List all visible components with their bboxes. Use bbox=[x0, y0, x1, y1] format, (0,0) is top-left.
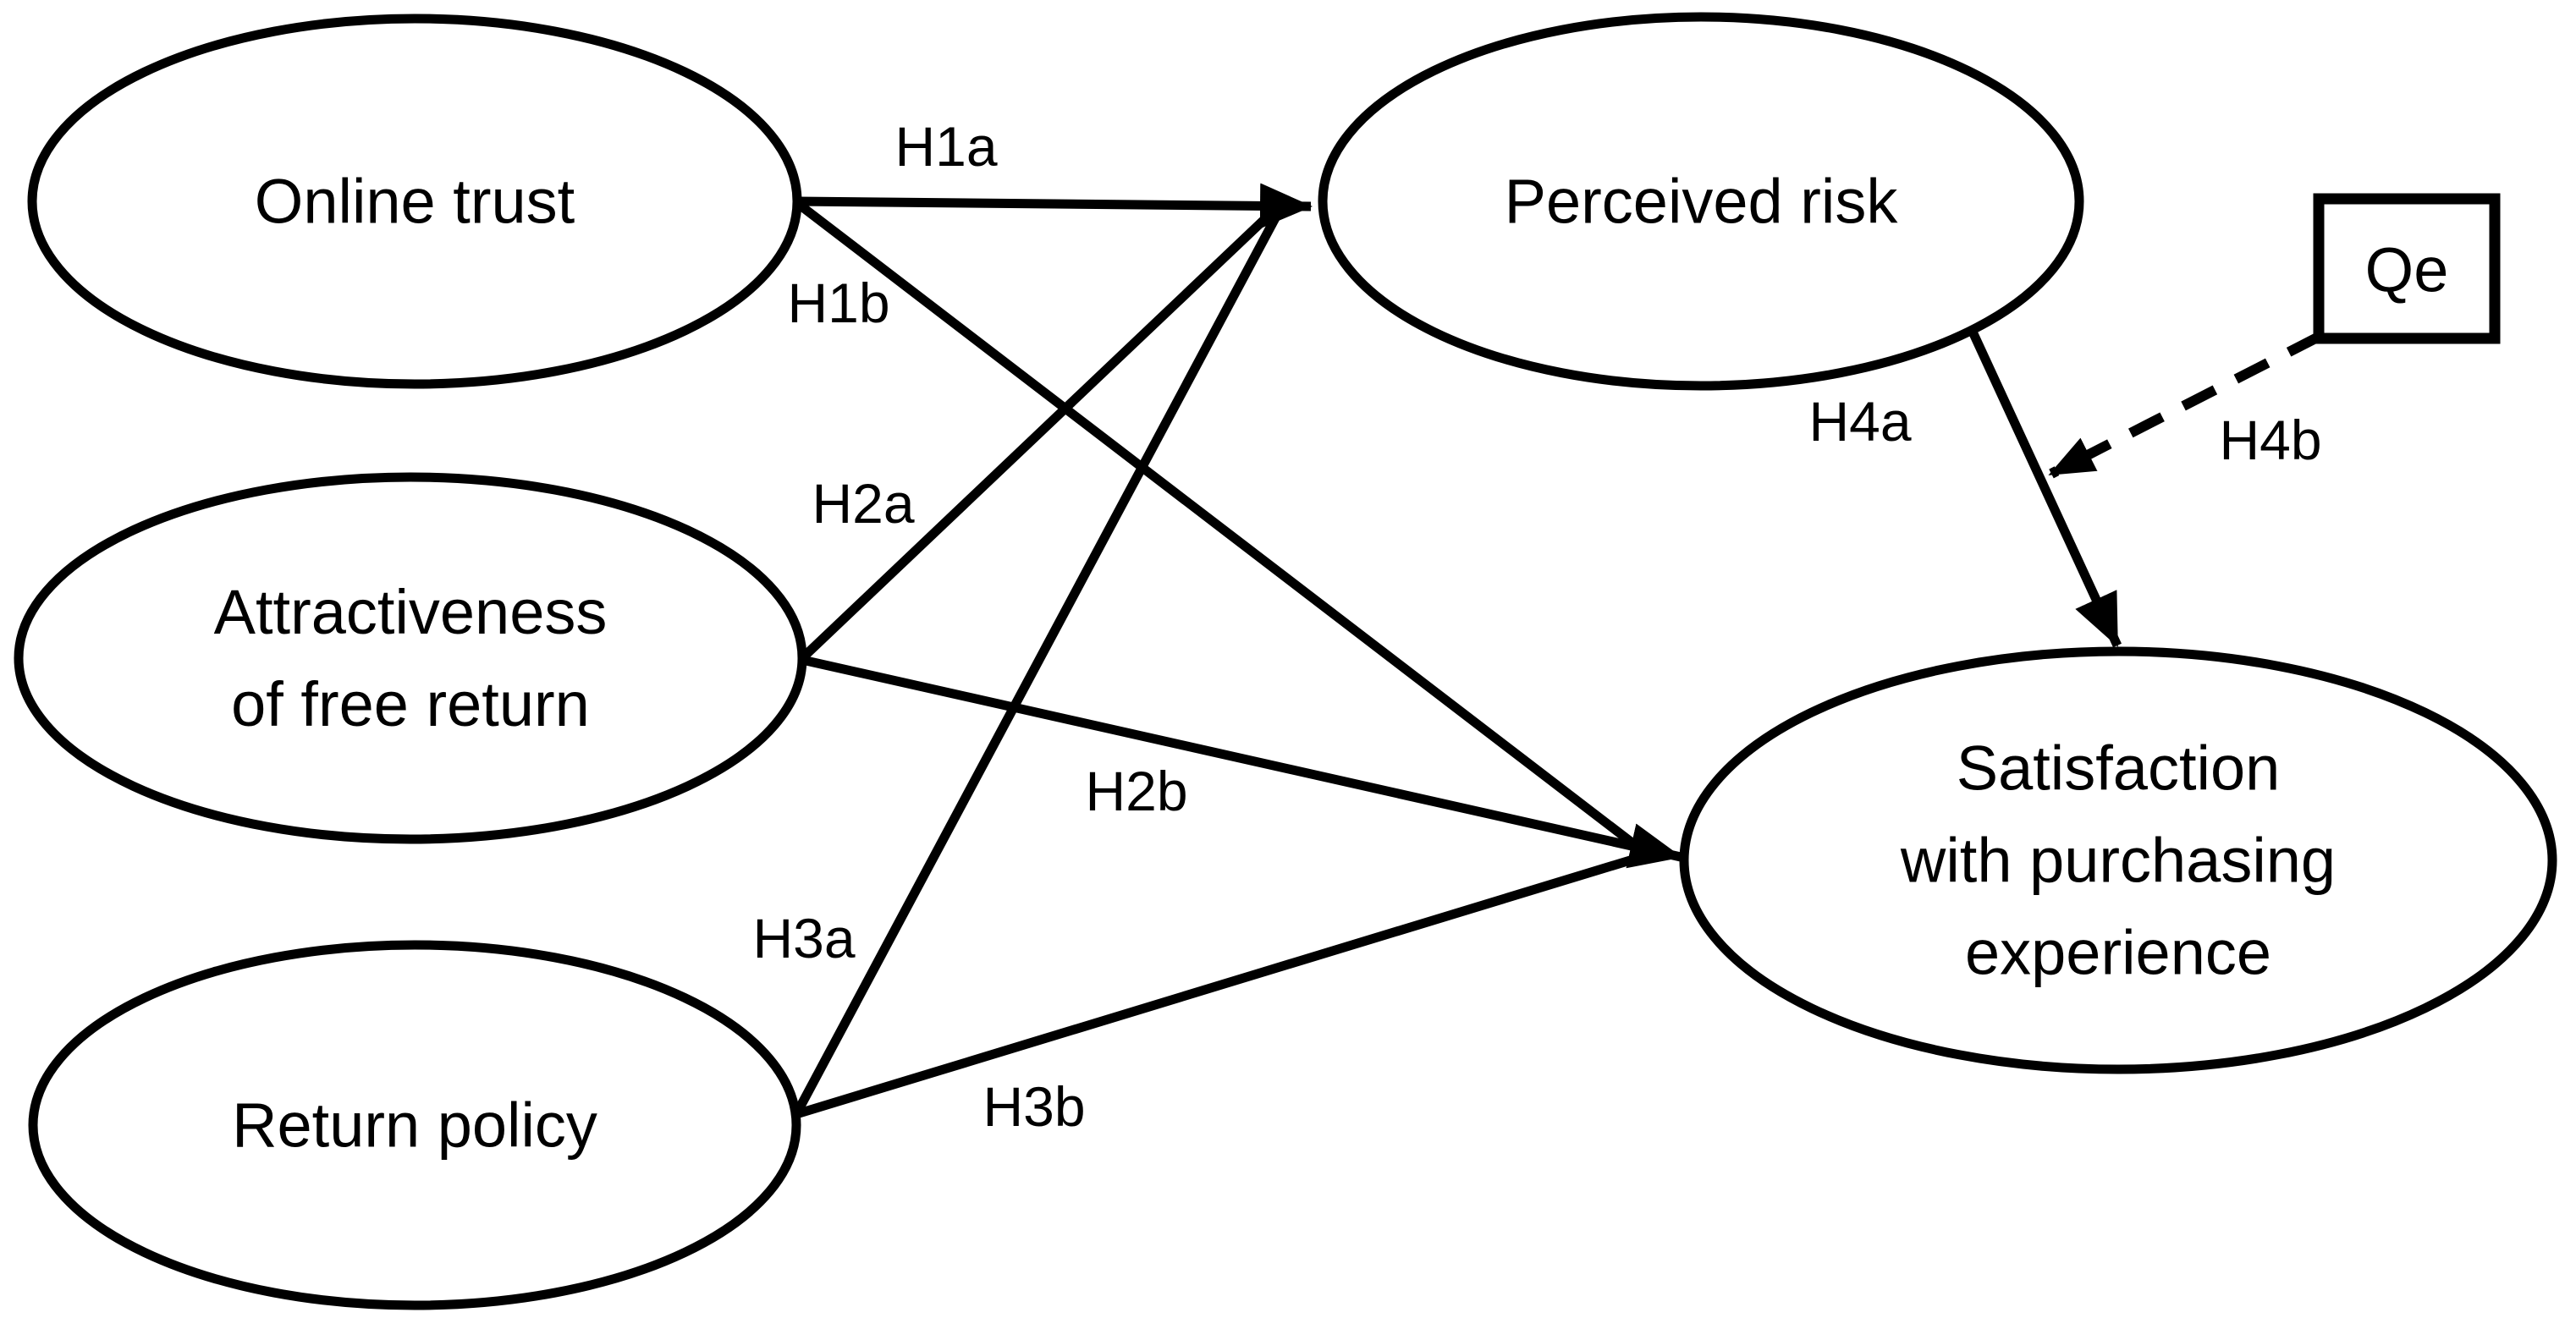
edge-h2b-arrow bbox=[801, 655, 1682, 869]
edge-label-h4a: H4a bbox=[1808, 390, 1912, 453]
edge-label-h4b: H4b bbox=[2219, 409, 2322, 471]
qe-label: Qe bbox=[2364, 234, 2449, 305]
edge-h2a-arrow bbox=[799, 208, 1276, 662]
edge-label-h3b: H3b bbox=[983, 1075, 1086, 1138]
edge-h4a-arrow bbox=[1968, 327, 2122, 648]
edge-h1a-arrow bbox=[796, 183, 1313, 229]
edge-label-h2a: H2a bbox=[812, 472, 915, 535]
edge-label-h1a: H1a bbox=[894, 115, 998, 178]
return-policy-label: Return policy bbox=[232, 1090, 597, 1161]
edge-label-h3a: H3a bbox=[752, 907, 856, 969]
edge-label-h2b: H2b bbox=[1085, 760, 1188, 822]
return-policy-ellipse bbox=[28, 940, 801, 1310]
edge-h3a-arrow bbox=[792, 212, 1281, 1117]
online-trust-label: Online trust bbox=[254, 166, 575, 237]
edge-h3b-arrow bbox=[795, 850, 1649, 1119]
perceived-risk-label: Perceived risk bbox=[1504, 166, 1898, 237]
satisfaction-ellipse bbox=[1679, 646, 2557, 1074]
edge-h1b-arrow bbox=[794, 199, 1649, 857]
perceived-risk-ellipse bbox=[1318, 12, 2084, 391]
edge-h4b-dashed-arrow bbox=[2048, 331, 2323, 479]
qe-moderator-box bbox=[2313, 193, 2501, 344]
edge-label-h1b: H1b bbox=[787, 272, 890, 334]
